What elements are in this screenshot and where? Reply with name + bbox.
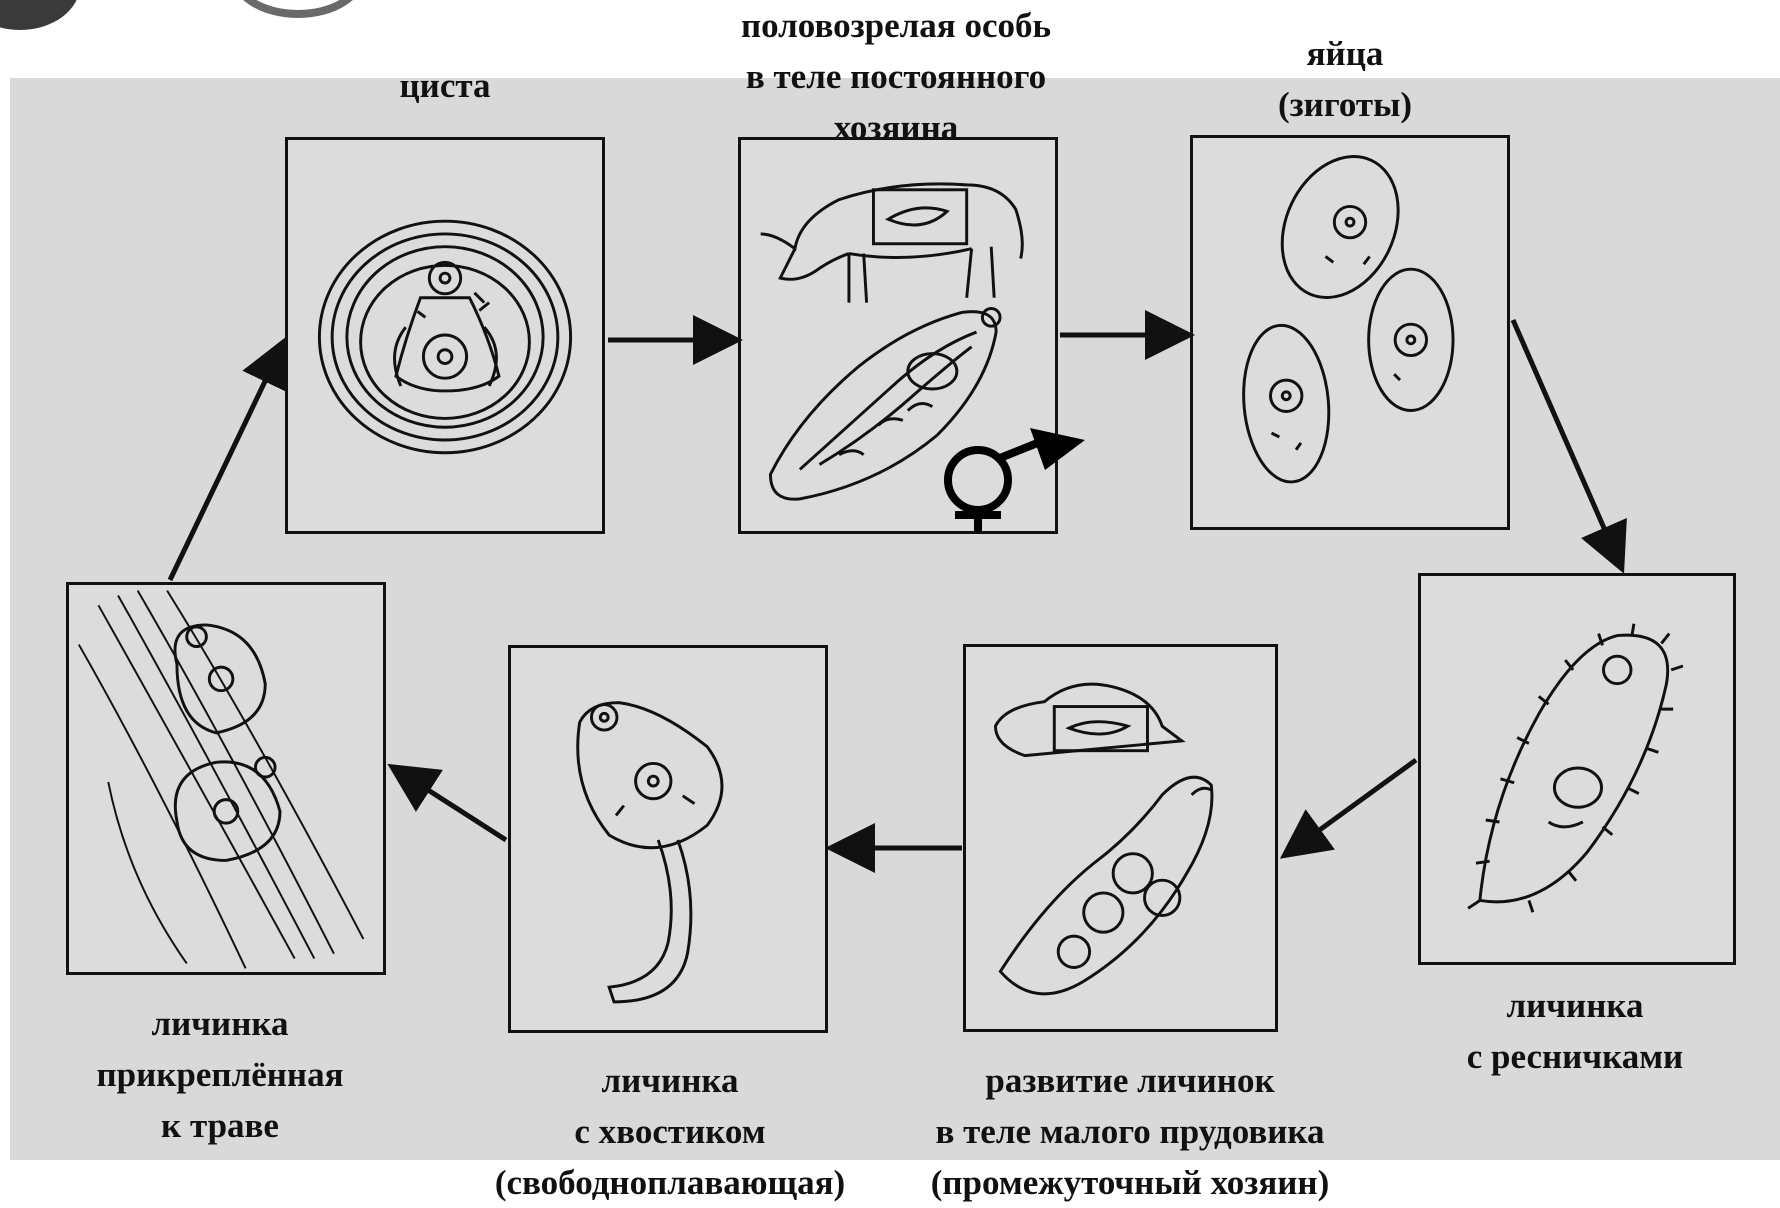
eggs-illustration xyxy=(1193,138,1507,527)
attached-larva-label-line-2: прикреплённая xyxy=(60,1049,380,1100)
adult-label-line-2: в теле постоянного xyxy=(666,51,1126,102)
eggs-label-line-1: яйца xyxy=(1230,28,1460,79)
tailed-larva-label: личинка с хвостиком (свободноплавающая) xyxy=(450,1055,890,1208)
snail-development-illustration xyxy=(966,647,1275,1029)
tailed-larva-frame xyxy=(508,645,828,1033)
snail-development-label-line-3: (промежуточный хозяин) xyxy=(870,1157,1390,1208)
attached-larva-label: личинка прикреплённая к траве xyxy=(60,998,380,1151)
ciliated-larva-label: личинка с ресничками xyxy=(1420,980,1730,1082)
adult-label-line-3: хозяина xyxy=(666,102,1126,153)
tailed-larva-label-line-1: личинка xyxy=(450,1055,890,1106)
cyst-illustration xyxy=(288,140,602,531)
ciliated-larva-label-line-1: личинка xyxy=(1420,980,1730,1031)
attached-larva-illustration xyxy=(69,585,383,972)
adult-frame xyxy=(738,137,1058,534)
attached-larva-frame xyxy=(66,582,386,975)
snail-development-frame xyxy=(963,644,1278,1032)
attached-larva-label-line-3: к траве xyxy=(60,1100,380,1151)
ciliated-larva-illustration xyxy=(1421,576,1733,962)
cyst-label-line-1: циста xyxy=(345,60,545,111)
tailed-larva-label-line-3: (свободноплавающая) xyxy=(450,1157,890,1208)
adult-label-line-1: половозрелая особь xyxy=(666,0,1126,51)
ciliated-larva-label-line-2: с ресничками xyxy=(1420,1031,1730,1082)
adult-illustration xyxy=(741,140,1055,531)
snail-development-label-line-1: развитие личинок xyxy=(870,1055,1390,1106)
tailed-larva-illustration xyxy=(511,648,825,1030)
ciliated-larva-frame xyxy=(1418,573,1736,965)
cyst-label: циста xyxy=(345,60,545,111)
tailed-larva-label-line-2: с хвостиком xyxy=(450,1106,890,1157)
attached-larva-label-line-1: личинка xyxy=(60,998,380,1049)
eggs-label-line-2: (зиготы) xyxy=(1230,79,1460,130)
snail-development-label: развитие личинок в теле малого прудовика… xyxy=(870,1055,1390,1208)
snail-development-label-line-2: в теле малого прудовика xyxy=(870,1106,1390,1157)
adult-label: половозрелая особь в теле постоянного хо… xyxy=(666,0,1126,153)
cyst-frame xyxy=(285,137,605,534)
eggs-frame xyxy=(1190,135,1510,530)
eggs-label: яйца (зиготы) xyxy=(1230,28,1460,130)
